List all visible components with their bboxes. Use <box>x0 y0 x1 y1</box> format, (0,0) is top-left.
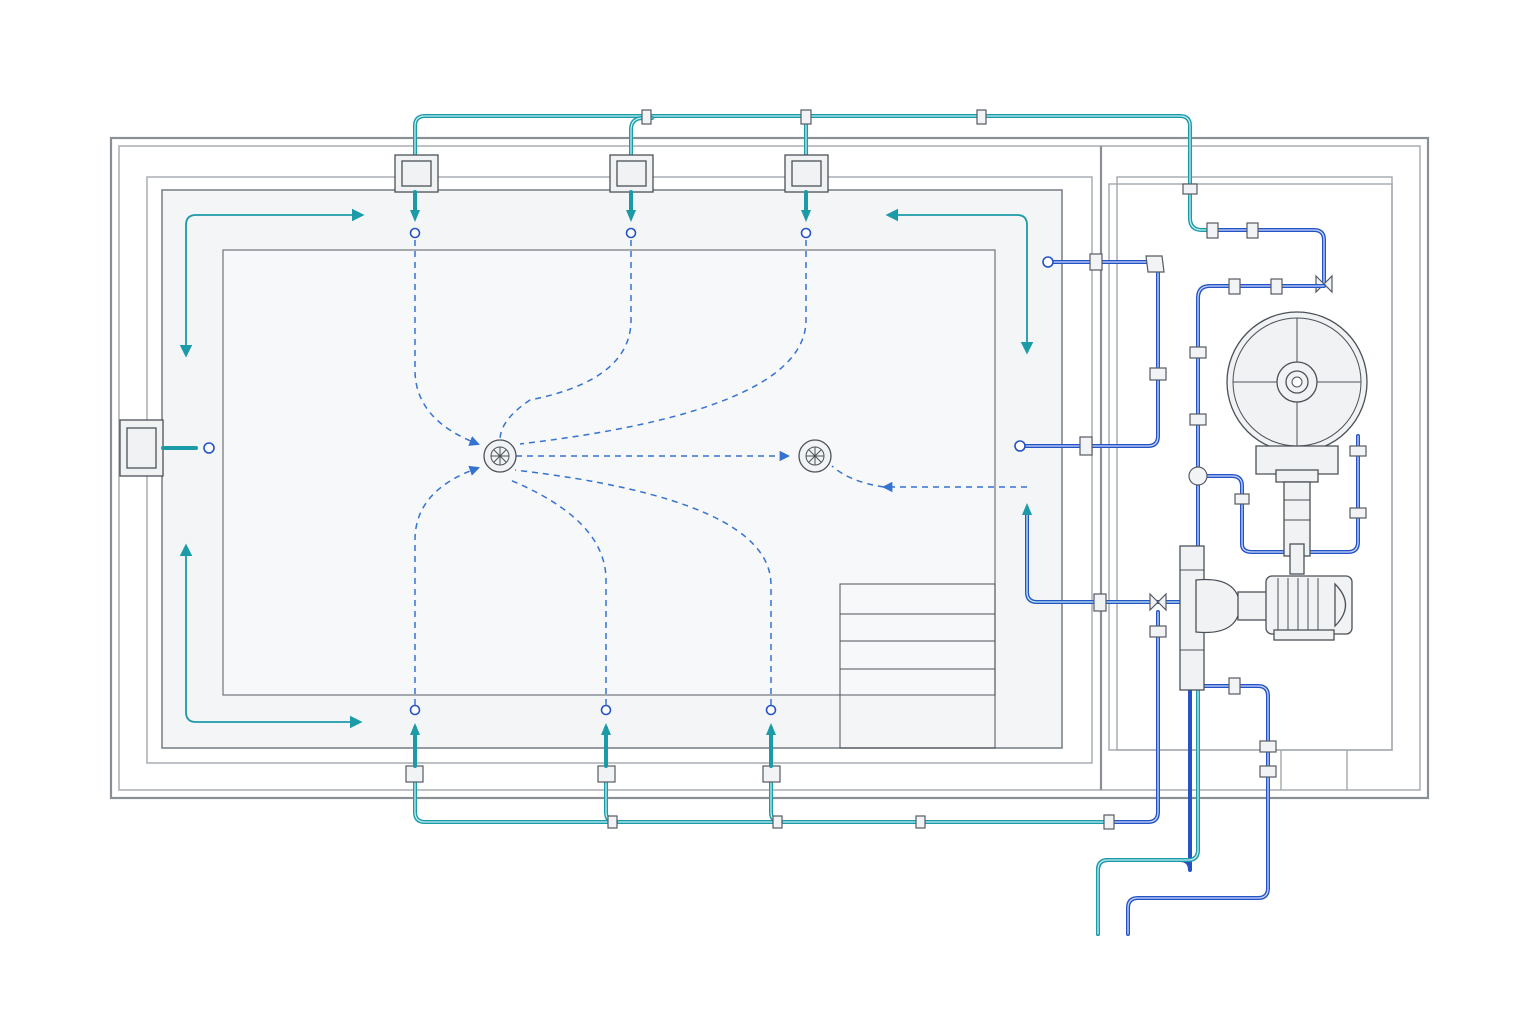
flow-lines <box>414 240 1027 705</box>
union-fitting-icon <box>1189 346 1207 359</box>
union-fitting-icon <box>1259 765 1277 778</box>
union-fitting-icon <box>1228 278 1241 295</box>
inlet-nozzle-icon <box>409 190 421 239</box>
main-drain-icon <box>483 439 517 473</box>
inlet-nozzle-icon <box>800 190 812 239</box>
valve-icon <box>1149 592 1167 612</box>
pump-assembly <box>1179 545 1353 691</box>
flow-arrow-icon <box>179 208 365 358</box>
supply-manifold-bottom <box>405 610 1160 830</box>
union-fitting-icon <box>976 109 987 125</box>
union-fitting-icon <box>1234 493 1250 505</box>
pool-floor <box>222 249 996 696</box>
steps-area <box>839 583 996 749</box>
filter-tank-icon <box>1226 311 1368 575</box>
union-fitting-icon <box>1206 222 1219 239</box>
union-fitting-icon <box>1093 593 1107 612</box>
inlet-nozzles-top <box>161 190 812 454</box>
inlet-nozzle-icon <box>597 704 616 783</box>
main-drains <box>483 439 832 473</box>
union-fitting-icon <box>772 815 783 829</box>
inlet-nozzle-icon <box>625 190 637 239</box>
flow-arrow-icon <box>885 208 1034 355</box>
supply-manifold-top <box>413 109 1217 232</box>
skimmer-box-icon <box>784 154 829 193</box>
union-fitting-icon <box>1079 436 1093 456</box>
union-fitting-icon <box>800 109 812 125</box>
union-fitting-icon <box>1228 677 1241 695</box>
union-fitting-icon <box>1349 445 1367 457</box>
union-fitting-icon <box>1246 222 1259 239</box>
union-fitting-icon <box>1089 253 1103 271</box>
return-lines <box>1014 253 1192 612</box>
pump-icon <box>1179 545 1269 691</box>
union-fitting-icon <box>1259 740 1277 753</box>
union-fitting-icon <box>1270 278 1283 295</box>
equipment-room <box>1108 176 1393 790</box>
union-fitting-icon <box>641 109 652 125</box>
equipment-piping <box>1096 222 1367 936</box>
skimmer-box-icon <box>609 154 654 193</box>
union-fitting-icon <box>1349 507 1367 519</box>
union-fitting-icon <box>1149 367 1167 381</box>
circulation-arrows <box>179 208 1034 729</box>
motor-icon <box>1265 575 1353 641</box>
union-fitting-icon <box>1189 413 1207 426</box>
skimmers <box>119 154 829 477</box>
union-fitting-icon <box>1103 814 1115 830</box>
inlet-nozzle-icon <box>161 442 215 454</box>
flow-arrow-icon <box>179 543 363 729</box>
union-fitting-icon <box>915 815 926 829</box>
pool-structure <box>109 136 1430 800</box>
skimmer-box-icon <box>119 419 164 477</box>
valve-icon <box>1188 466 1208 486</box>
union-fitting-icon <box>607 815 618 829</box>
union-fitting-icon <box>1149 625 1167 638</box>
inlet-nozzle-icon <box>405 704 424 783</box>
skimmer-box-icon <box>394 154 439 193</box>
inlet-nozzle-icon <box>762 704 781 783</box>
main-drain-icon <box>798 439 832 473</box>
union-fitting-icon <box>1182 183 1198 195</box>
